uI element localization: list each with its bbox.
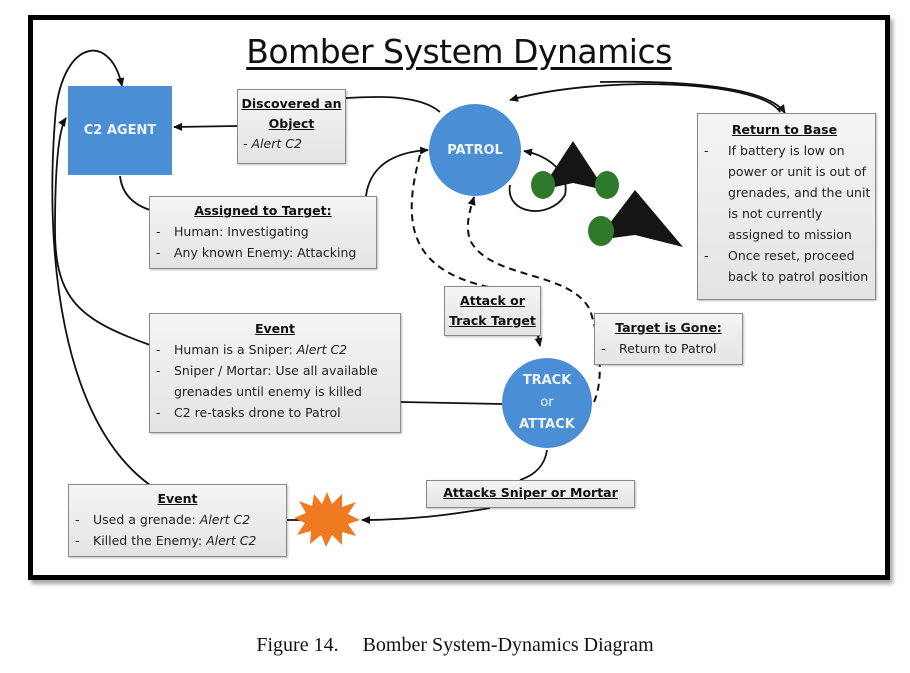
box-attacks-sniper-mortar: Attacks Sniper or Mortar	[426, 480, 635, 508]
c2-agent-node[interactable]: C2 AGENT	[68, 86, 172, 175]
figure-caption-text: Bomber System-Dynamics Diagram	[362, 634, 654, 656]
arrow-discovered-to-c2	[173, 122, 238, 131]
attacks-sniper-heading: Attacks Sniper or Mortar	[443, 485, 618, 500]
return-base-item: -If battery is low on power or unit is o…	[704, 143, 871, 242]
figure-caption: Figure 14. Bomber System-Dynamics Diagram	[0, 634, 910, 657]
discovered-item: - Alert C2	[243, 136, 302, 151]
return-base-heading: Return to Base	[731, 122, 838, 137]
attack-track-heading-2: Track Target	[449, 313, 536, 328]
target-gone-item: -Return to Patrol	[601, 341, 717, 356]
target-gone-heading: Target is Gone:	[615, 320, 722, 335]
event-grenade-heading: Event	[157, 491, 198, 506]
arrow-event-sniper-to-c2	[54, 117, 151, 346]
assigned-item: -Human: Investigating	[156, 224, 309, 239]
arrow-attacks-to-explosion	[361, 507, 491, 524]
line-patrol-to-discovered	[345, 96, 441, 113]
box-discovered-object: Discovered an Object - Alert C2	[237, 89, 346, 164]
event-grenade-item: -Used a grenade: Alert C2	[75, 512, 251, 527]
arrow-event-to-c2-outer	[51, 49, 151, 486]
attack-track-heading-1: Attack or	[460, 293, 525, 308]
arrow-patrol-to-return-base	[599, 80, 786, 114]
box-assigned-target: Assigned to Target: -Human: Investigatin…	[149, 196, 377, 269]
c2-agent-label: C2 AGENT	[83, 123, 157, 138]
event-sniper-item: -Human is a Sniper: Alert C2	[156, 342, 348, 357]
assigned-heading: Assigned to Target:	[194, 203, 332, 218]
line-track-to-attacks-sniper	[519, 449, 548, 481]
assigned-item: -Any known Enemy: Attacking	[156, 245, 357, 260]
event-grenade-item: -Killed the Enemy: Alert C2	[75, 533, 257, 548]
box-event-grenade: Event -Used a grenade: Alert C2 -Killed …	[68, 484, 287, 557]
patrol-node[interactable]: PATROL	[429, 104, 521, 196]
arrow-drone-loop	[508, 148, 567, 212]
discovered-heading-1: Discovered an	[241, 96, 342, 111]
line-c2-to-assigned	[119, 175, 151, 211]
track-label: TRACK	[522, 373, 572, 388]
event-sniper-item: -Sniper / Mortar: Use all available gren…	[156, 363, 378, 399]
track-attack-node[interactable]: TRACK or ATTACK	[502, 358, 592, 448]
box-attack-track-target: Attack or Track Target	[444, 286, 541, 336]
attack-label: ATTACK	[519, 417, 575, 432]
patrol-label: PATROL	[447, 142, 503, 158]
event-sniper-heading: Event	[254, 321, 296, 336]
box-target-gone: Target is Gone: -Return to Patrol	[594, 313, 743, 365]
arrow-assigned-to-patrol	[365, 146, 429, 197]
arrow-return-base-to-patrol	[509, 83, 781, 113]
or-label: or	[540, 395, 554, 410]
explosion-icon	[294, 492, 360, 547]
return-base-item: -Once reset, proceed back to patrol posi…	[704, 248, 869, 284]
box-return-to-base: Return to Base -If battery is low on pow…	[697, 113, 876, 300]
line-track-to-event-sniper	[400, 401, 503, 405]
box-event-sniper: Event -Human is a Sniper: Alert C2 -Snip…	[149, 313, 401, 433]
drone-icon	[531, 141, 683, 247]
discovered-heading-2: Object	[268, 116, 315, 131]
event-sniper-item: -C2 re-tasks drone to Patrol	[156, 405, 341, 420]
diagram-title: Bomber System Dynamics	[246, 32, 672, 71]
figure-label: Figure 14.	[256, 634, 339, 656]
